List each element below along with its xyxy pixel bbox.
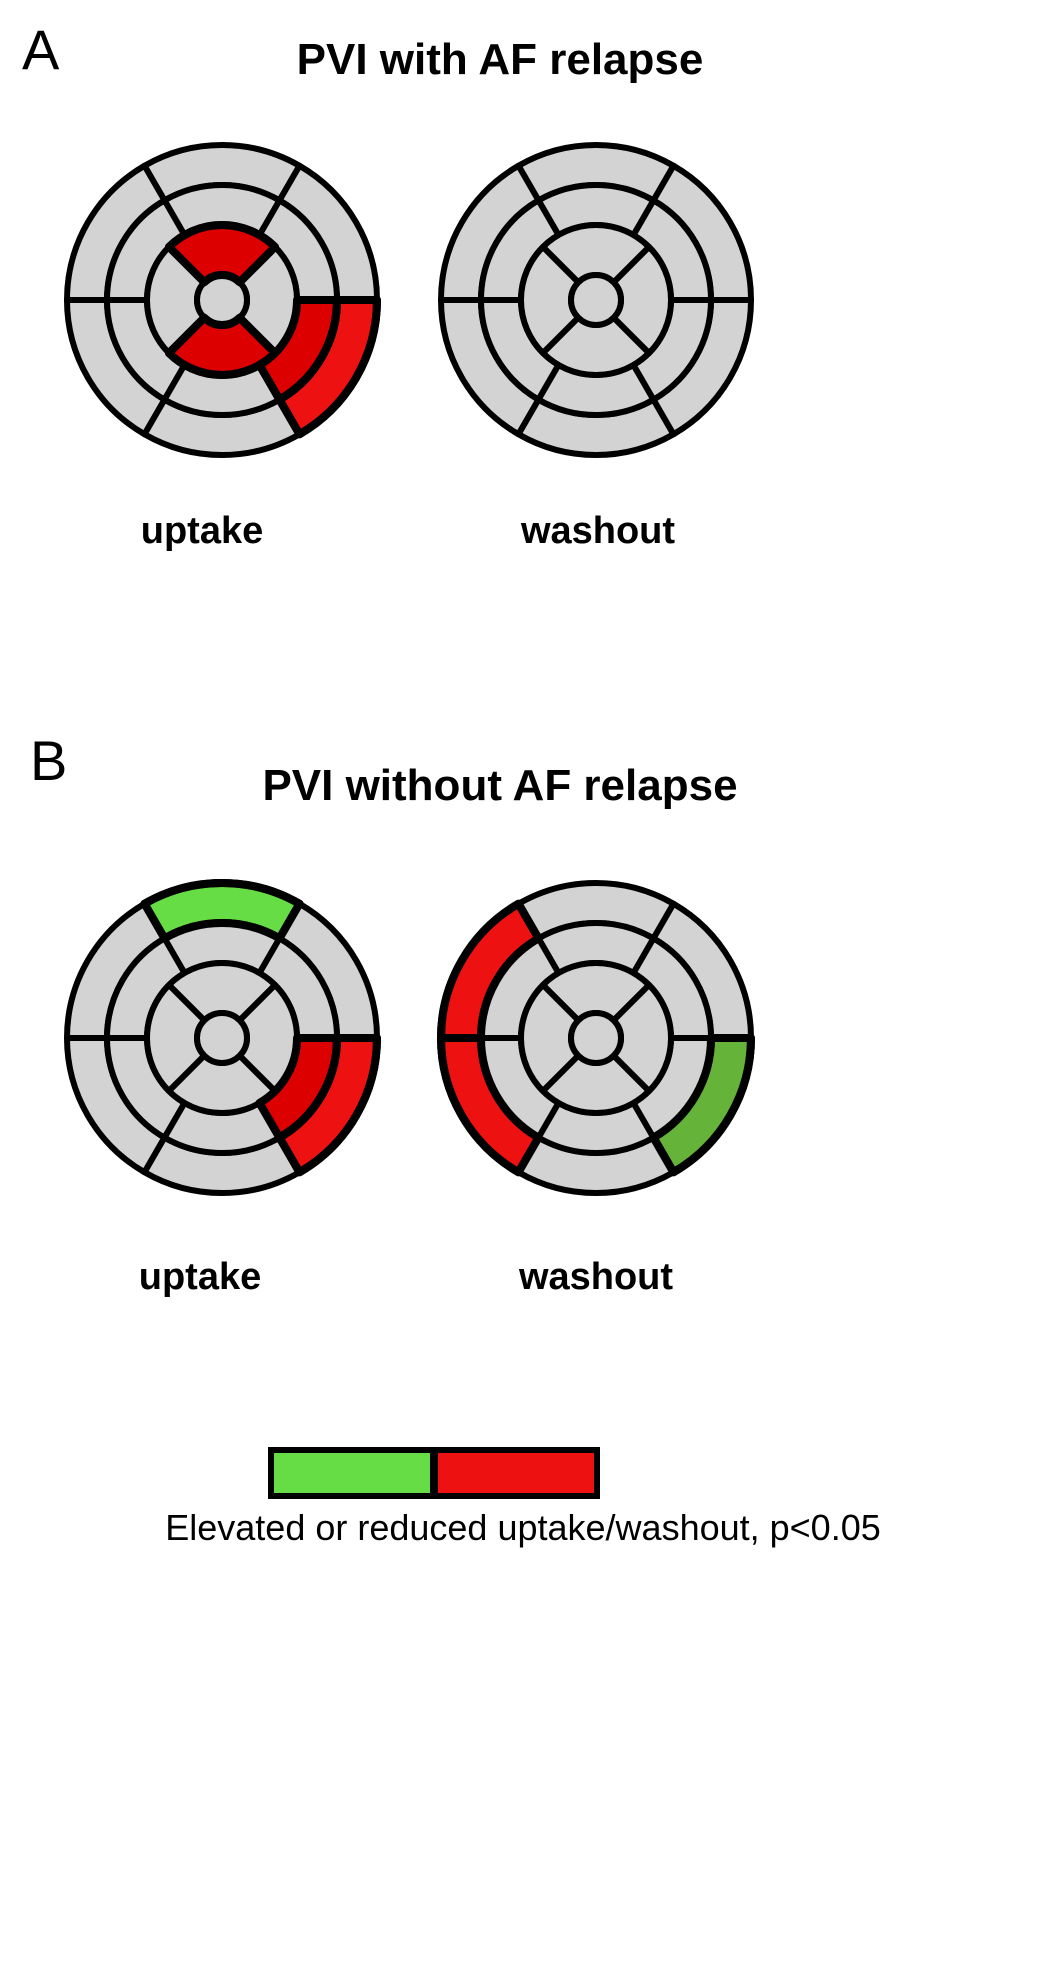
bullseye-b-uptake [64,879,381,1196]
panel-a-letter: A [22,18,60,81]
bullseye-b-washout [437,880,755,1196]
segment-5-outline [649,1034,755,1177]
plot-label-b-uptake: uptake [138,1256,262,1298]
panel-b-letter: B [30,729,68,792]
legend-text: Elevated or reduced uptake/washout, p<0.… [165,1507,881,1548]
segment-17 [194,1010,250,1066]
panel-a-title: PVI with AF relapse [296,35,704,84]
legend-swatch-green [268,1447,436,1499]
plot-label-a-washout: washout [520,510,676,552]
segment-11-outline [255,1034,341,1142]
segment-3-outline [437,1034,543,1177]
plot-label-b-washout: washout [518,1256,674,1298]
segment-13-outline [164,221,280,287]
segment-17 [568,1010,624,1066]
segment-17 [568,272,624,328]
bullseye-a-washout [438,142,754,458]
segment-1-outline [140,879,304,943]
plot-label-a-uptake: uptake [140,510,264,552]
bullseye-a-uptake [64,142,381,458]
panel-b-title: PVI without AF relapse [262,761,738,810]
segment-15-outline [164,313,280,379]
legend-swatch-red [432,1447,600,1499]
